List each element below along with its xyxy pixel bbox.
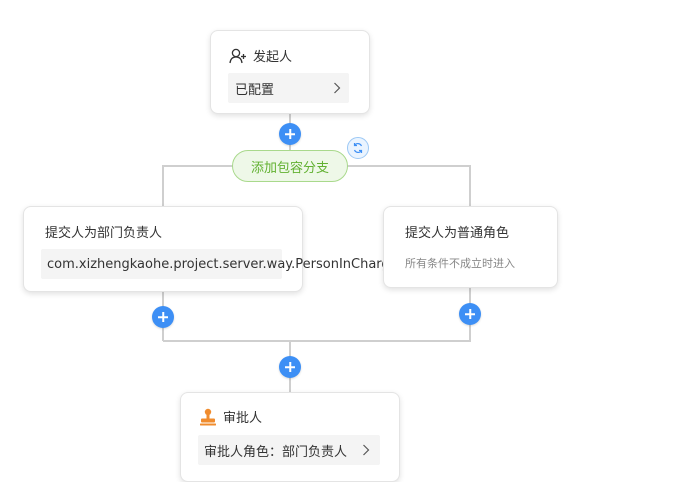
approver-node-value: 审批人角色：部门负责人 [204, 444, 348, 460]
add-node-button-right-branch[interactable] [459, 303, 481, 325]
approver-node-header: 审批人 [199, 407, 262, 426]
left-branch-card[interactable]: 提交人为部门负责人 com.xizhengkaohe.project.serve… [23, 206, 408, 292]
approver-node-card[interactable]: 审批人 审批人角色：部门负责人 [180, 392, 400, 482]
user-add-icon [229, 48, 246, 63]
connector-branch-bottom-horizontal [163, 340, 471, 342]
right-branch-header: 提交人为普通角色 [405, 222, 509, 241]
start-node-card[interactable]: 发起人 已配置 [210, 30, 370, 114]
add-inclusive-branch-label: 添加包容分支 [250, 160, 329, 176]
add-node-button-top[interactable] [279, 123, 301, 145]
start-node-value-box[interactable]: 已配置 [228, 73, 349, 103]
start-node-value: 已配置 [235, 82, 275, 98]
right-branch-card[interactable]: 提交人为普通角色 所有条件不成立时进入 [383, 206, 558, 288]
start-node-title: 发起人 [253, 50, 293, 65]
start-node-header: 发起人 [229, 46, 292, 65]
connector-right-down-top [469, 165, 471, 207]
chevron-right-icon [363, 444, 370, 456]
left-branch-header: 提交人为部门负责人 [45, 222, 162, 241]
right-branch-title: 提交人为普通角色 [405, 226, 510, 241]
sync-icon[interactable] [347, 137, 369, 159]
left-branch-condition: com.xizhengkaohe.project.server.way.Pers… [47, 256, 408, 272]
approver-node-title: 审批人 [223, 411, 263, 426]
chevron-right-icon [334, 82, 341, 94]
add-node-button-left-branch[interactable] [152, 306, 174, 328]
add-node-button-merge[interactable] [279, 356, 301, 378]
connector-left-down-top [162, 165, 164, 207]
stamp-icon [200, 408, 216, 425]
left-branch-title: 提交人为部门负责人 [45, 226, 163, 241]
approver-node-value-box[interactable]: 审批人角色：部门负责人 [198, 435, 380, 465]
left-branch-condition-box[interactable]: com.xizhengkaohe.project.server.way.Pers… [41, 249, 408, 279]
sync-icon-glyph [353, 142, 363, 154]
add-inclusive-branch-button[interactable]: 添加包容分支 [232, 150, 348, 182]
right-branch-note: 所有条件不成立时进入 [405, 257, 515, 270]
